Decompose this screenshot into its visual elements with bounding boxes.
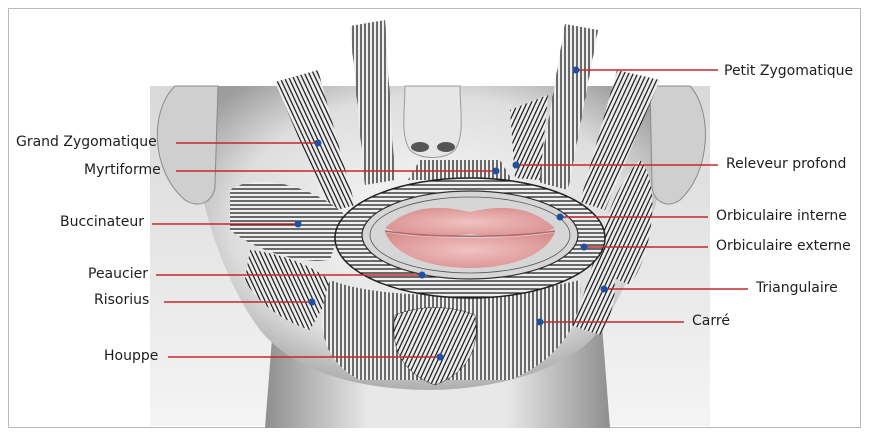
left-nostril [411, 142, 429, 152]
triangulaire-label: Triangulaire [756, 280, 838, 296]
peaucier-label: Peaucier [88, 266, 148, 282]
houppe-marker-dot [437, 354, 444, 361]
grand-zygomatique-marker-dot [315, 140, 322, 147]
orbiculaire-interne-marker-dot [557, 214, 564, 221]
grand-zygomatique-label: Grand Zygomatique [16, 134, 157, 150]
petit-zygomatique-marker-dot [573, 67, 580, 74]
orbiculaire-interne-label: Orbiculaire interne [716, 208, 847, 224]
carre-marker-dot [537, 319, 544, 326]
peaucier-marker-dot [419, 272, 426, 279]
petit-zygomatique-label: Petit Zygomatique [724, 63, 853, 79]
orbiculaire-externe-label: Orbiculaire externe [716, 238, 851, 254]
buccinateur-label: Buccinateur [60, 214, 144, 230]
myrtiforme-marker-dot [493, 168, 500, 175]
releveur-profond-label: Releveur profond [726, 156, 846, 172]
triangulaire-marker-dot [601, 286, 608, 293]
carre-label: Carré [692, 313, 730, 329]
risorius-label: Risorius [94, 292, 149, 308]
orbiculaire-externe-marker-dot [581, 244, 588, 251]
buccinateur-marker-dot [295, 221, 302, 228]
risorius-marker-dot [309, 299, 316, 306]
houppe-label: Houppe [104, 348, 158, 364]
myrtiforme-label: Myrtiforme [84, 162, 161, 178]
releveur-profond-marker-dot [513, 162, 520, 169]
right-nostril [437, 142, 455, 152]
